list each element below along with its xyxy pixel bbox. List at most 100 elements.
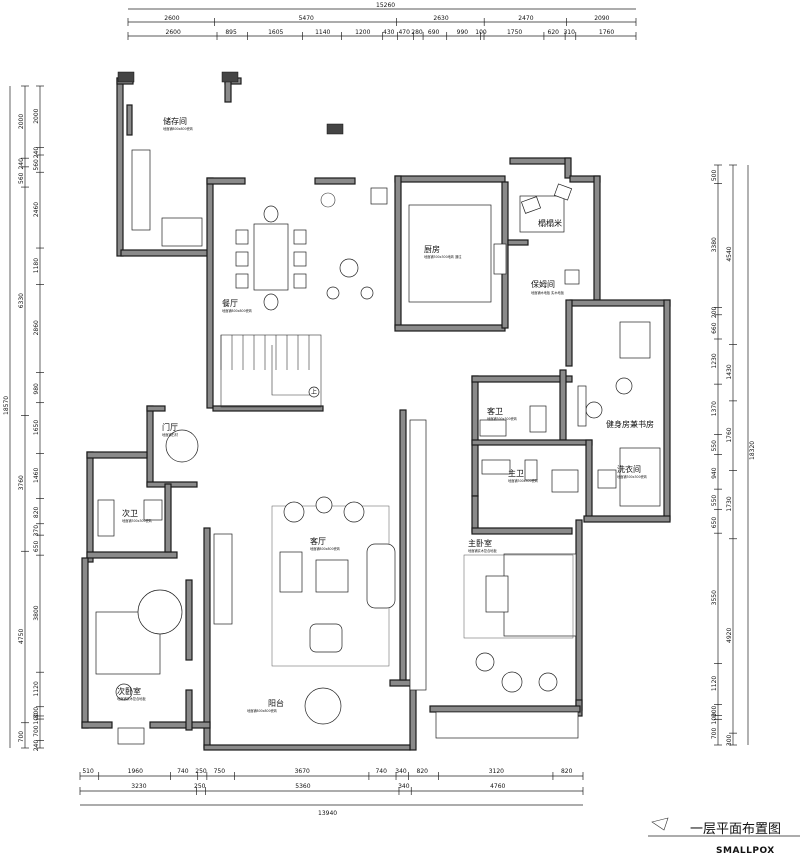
note-dining: 地面铺800x800瓷砖 bbox=[222, 308, 253, 313]
dimension-label: 1120 bbox=[711, 676, 718, 691]
foyer-rug bbox=[165, 429, 199, 463]
dimension-label: 3670 bbox=[295, 768, 310, 775]
room-label-laundry: 洗衣间 bbox=[617, 464, 641, 474]
lounge-chair-left bbox=[283, 501, 305, 523]
second-bedroom-chair bbox=[115, 683, 133, 701]
signature-logo-icon bbox=[651, 817, 669, 831]
dining-chair bbox=[293, 273, 307, 289]
dimension-label: 4540 bbox=[726, 246, 733, 261]
stool-right bbox=[360, 286, 374, 300]
dimension-label: 2090 bbox=[594, 15, 609, 22]
dining-chair bbox=[293, 229, 307, 245]
tv-console bbox=[409, 419, 427, 691]
armchair-living bbox=[309, 623, 343, 653]
stair-up-label: 上 bbox=[311, 388, 317, 396]
dimension-label: 1460 bbox=[33, 468, 40, 483]
dimension-label: 3120 bbox=[489, 768, 504, 775]
note-master-bath: 地面铺300x300瓷砖 bbox=[508, 478, 539, 483]
dimension-label: 820 bbox=[417, 768, 429, 775]
study-desk bbox=[577, 385, 587, 427]
kitchen-island bbox=[408, 204, 492, 303]
dimension-label: 650 bbox=[33, 541, 40, 553]
dimension-label: 100 bbox=[475, 29, 487, 36]
dimension-label: 560 bbox=[18, 172, 25, 184]
dimension-label: 200 bbox=[711, 306, 718, 318]
dimension-label: 1730 bbox=[726, 496, 733, 511]
room-label-storage: 储存间 bbox=[163, 116, 187, 126]
side-table bbox=[315, 496, 333, 514]
dimension-label: 990 bbox=[457, 29, 469, 36]
dimension-label: 3760 bbox=[18, 475, 25, 490]
right-total-dimension: 18320 bbox=[749, 441, 756, 460]
dimension-label: 240 bbox=[18, 158, 25, 170]
second-toilet bbox=[143, 499, 163, 521]
room-label-kitchen: 厨房 bbox=[424, 244, 440, 254]
dimension-label: 650 bbox=[711, 517, 718, 529]
dimension-label: 6330 bbox=[18, 293, 25, 308]
dimension-label: 2600 bbox=[166, 29, 181, 36]
dining-chair bbox=[235, 251, 249, 267]
second-vanity bbox=[97, 499, 115, 537]
room-label-foyer: 门厅 bbox=[162, 422, 178, 432]
dining-table bbox=[253, 223, 289, 291]
dimension-label: 740 bbox=[375, 768, 387, 775]
sink bbox=[370, 187, 388, 205]
dimension-label: 550 bbox=[711, 495, 718, 507]
dimension-label: 4750 bbox=[18, 629, 25, 644]
coffee-table bbox=[315, 559, 349, 593]
dimension-label: 1230 bbox=[711, 353, 718, 368]
room-label-master-bath: 主卫 bbox=[508, 468, 524, 478]
stool-left bbox=[326, 286, 340, 300]
dimension-label: 1370 bbox=[711, 401, 718, 416]
dimension-label: 820 bbox=[33, 506, 40, 518]
dimension-label: 510 bbox=[82, 768, 94, 775]
bottom-total-dimension: 13940 bbox=[318, 810, 337, 817]
dimension-label: 4920 bbox=[726, 628, 733, 643]
dimension-label: 560 bbox=[33, 159, 40, 171]
master-terrace bbox=[435, 711, 579, 739]
dimension-label: 5360 bbox=[295, 783, 310, 790]
dimension-label: 700 bbox=[33, 725, 40, 737]
note-second-bedroom: 地面铺实木复合地板 bbox=[117, 696, 146, 701]
dimension-label: 895 bbox=[225, 29, 237, 36]
note-guest-bath: 地面铺300x300瓷砖 bbox=[487, 416, 518, 421]
tatami-cushion-2 bbox=[553, 183, 573, 201]
sofa bbox=[366, 543, 396, 609]
treadmill bbox=[615, 377, 633, 395]
dining-chair bbox=[235, 229, 249, 245]
note-master-bedroom: 地面铺实木复合地板 bbox=[468, 548, 497, 553]
drawing-title: 一层平面布置图 bbox=[690, 822, 781, 837]
dimension-label: 280 bbox=[411, 29, 423, 36]
dining-chair bbox=[293, 251, 307, 267]
title-block: 一层平面布置图 SMALLPOX bbox=[648, 817, 800, 856]
note-balcony: 地面铺800x800瓷砖 bbox=[247, 708, 278, 713]
room-label-gym-study: 健身房兼书房 bbox=[606, 419, 654, 429]
dimension-label: 2470 bbox=[518, 15, 533, 22]
dimension-label: 340 bbox=[398, 783, 410, 790]
dimension-label: 1200 bbox=[355, 29, 370, 36]
stove bbox=[493, 243, 507, 275]
dimension-label: 660 bbox=[711, 322, 718, 334]
dimension-label: 620 bbox=[548, 29, 560, 36]
dimension-label: 1760 bbox=[726, 427, 733, 442]
dimension-label: 250 bbox=[195, 768, 207, 775]
dimension-label: 940 bbox=[711, 467, 718, 479]
tatami-cushion bbox=[520, 196, 542, 214]
guest-sink bbox=[479, 419, 507, 437]
dimension-label: 980 bbox=[33, 383, 40, 395]
dimension-label: 100 bbox=[33, 713, 40, 725]
room-label-living: 客厅 bbox=[310, 536, 326, 546]
room-label-tatami: 榻榻米 bbox=[538, 218, 562, 228]
dimension-label: 1650 bbox=[33, 420, 40, 435]
top-total-dimension: 15260 bbox=[376, 2, 395, 9]
dimension-label: 300 bbox=[711, 705, 718, 717]
gym-equipment bbox=[619, 321, 651, 359]
room-label-dining: 餐厅 bbox=[222, 299, 238, 308]
round-side-table bbox=[339, 258, 359, 278]
dimension-label: 740 bbox=[177, 768, 189, 775]
note-maid: 地面铺木地板 实木地板 bbox=[531, 290, 565, 295]
dimension-label: 1120 bbox=[33, 681, 40, 696]
dimension-label: 3550 bbox=[711, 590, 718, 605]
